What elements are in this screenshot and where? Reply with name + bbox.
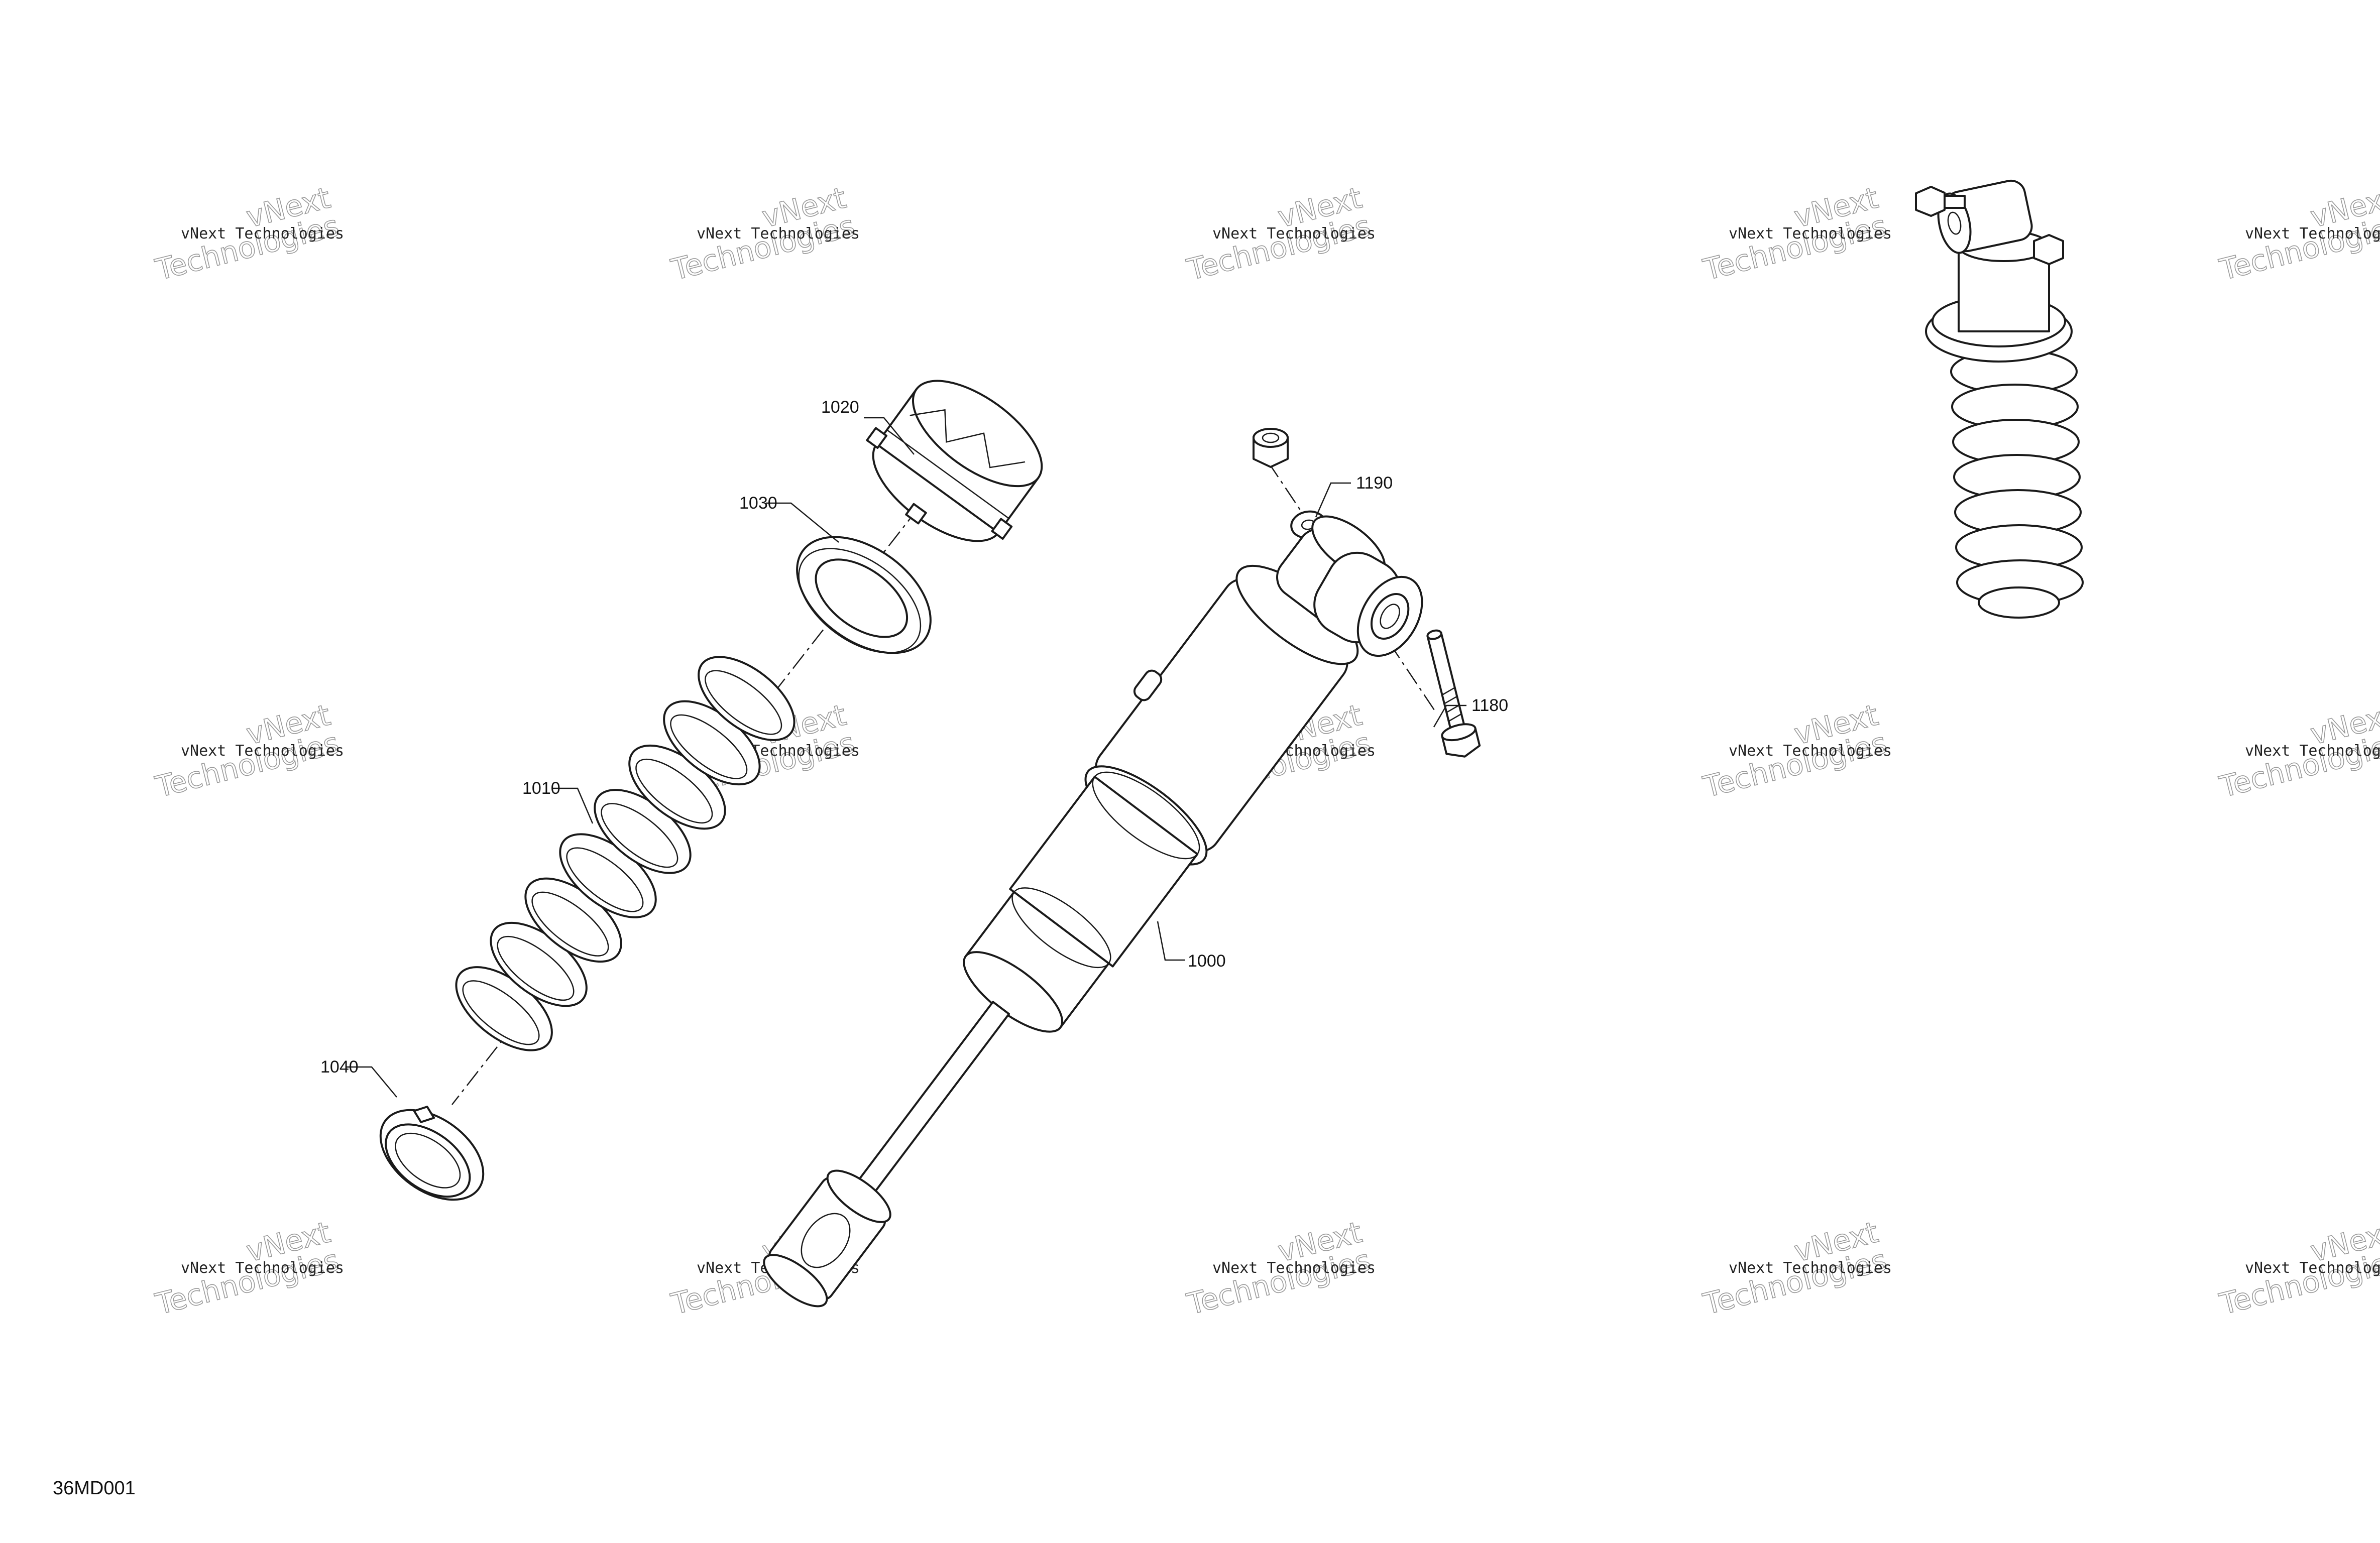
spring-seat-ring-1030	[796, 536, 932, 654]
leader-lines	[347, 417, 1466, 1098]
assembled-shock-view	[1915, 179, 2084, 619]
watermark-big-line2: Technologies	[2216, 726, 2380, 804]
watermark-text: vNext Technologies	[1212, 1259, 1376, 1277]
preload-adjuster-1020	[866, 380, 1043, 542]
callout-1190: 1190	[1356, 473, 1393, 493]
watermark-text: vNext Technologies	[181, 742, 344, 760]
watermark-text: vNext Technologies	[181, 1259, 344, 1277]
bolt-1180	[1426, 629, 1481, 758]
watermark-text: vNext Technologies	[1729, 225, 1892, 243]
watermark-text: vNext Technologies	[1729, 742, 1892, 760]
callout-1030: 1030	[739, 494, 777, 513]
watermark-text: vNext Technologies	[2245, 742, 2380, 760]
callout-labels: 1020 1030 1010 1040 1190 1180 1000	[320, 398, 1508, 1077]
callout-1020: 1020	[821, 398, 859, 417]
callout-1180: 1180	[1471, 696, 1508, 715]
watermark-text: vNext Technologies	[2245, 225, 2380, 243]
watermark-big-line2: Technologies	[2216, 208, 2380, 287]
watermark-text: vNext Technologies	[1729, 1259, 1892, 1277]
spring-coil	[698, 656, 796, 741]
watermark-big-line2: Technologies	[2216, 1243, 2380, 1321]
spring-coil	[524, 877, 622, 963]
spring-coil	[455, 966, 553, 1051]
watermark-text: vNext Technologies	[2245, 1259, 2380, 1277]
callout-1000: 1000	[1188, 952, 1226, 971]
lower-spring-seat-1040	[379, 1106, 485, 1201]
diagram-id: 36MD001	[53, 1478, 136, 1499]
watermark-text: vNext Technologies	[697, 225, 860, 243]
watermark-text: vNext Technologies	[181, 225, 344, 243]
watermark-text: vNext Technologies	[1212, 225, 1376, 243]
callout-1040: 1040	[320, 1057, 359, 1077]
shock-absorber-1000	[763, 515, 1423, 1308]
coil-spring-1010	[455, 656, 796, 1051]
flange-nut	[1253, 428, 1289, 468]
callout-1010: 1010	[522, 779, 560, 798]
